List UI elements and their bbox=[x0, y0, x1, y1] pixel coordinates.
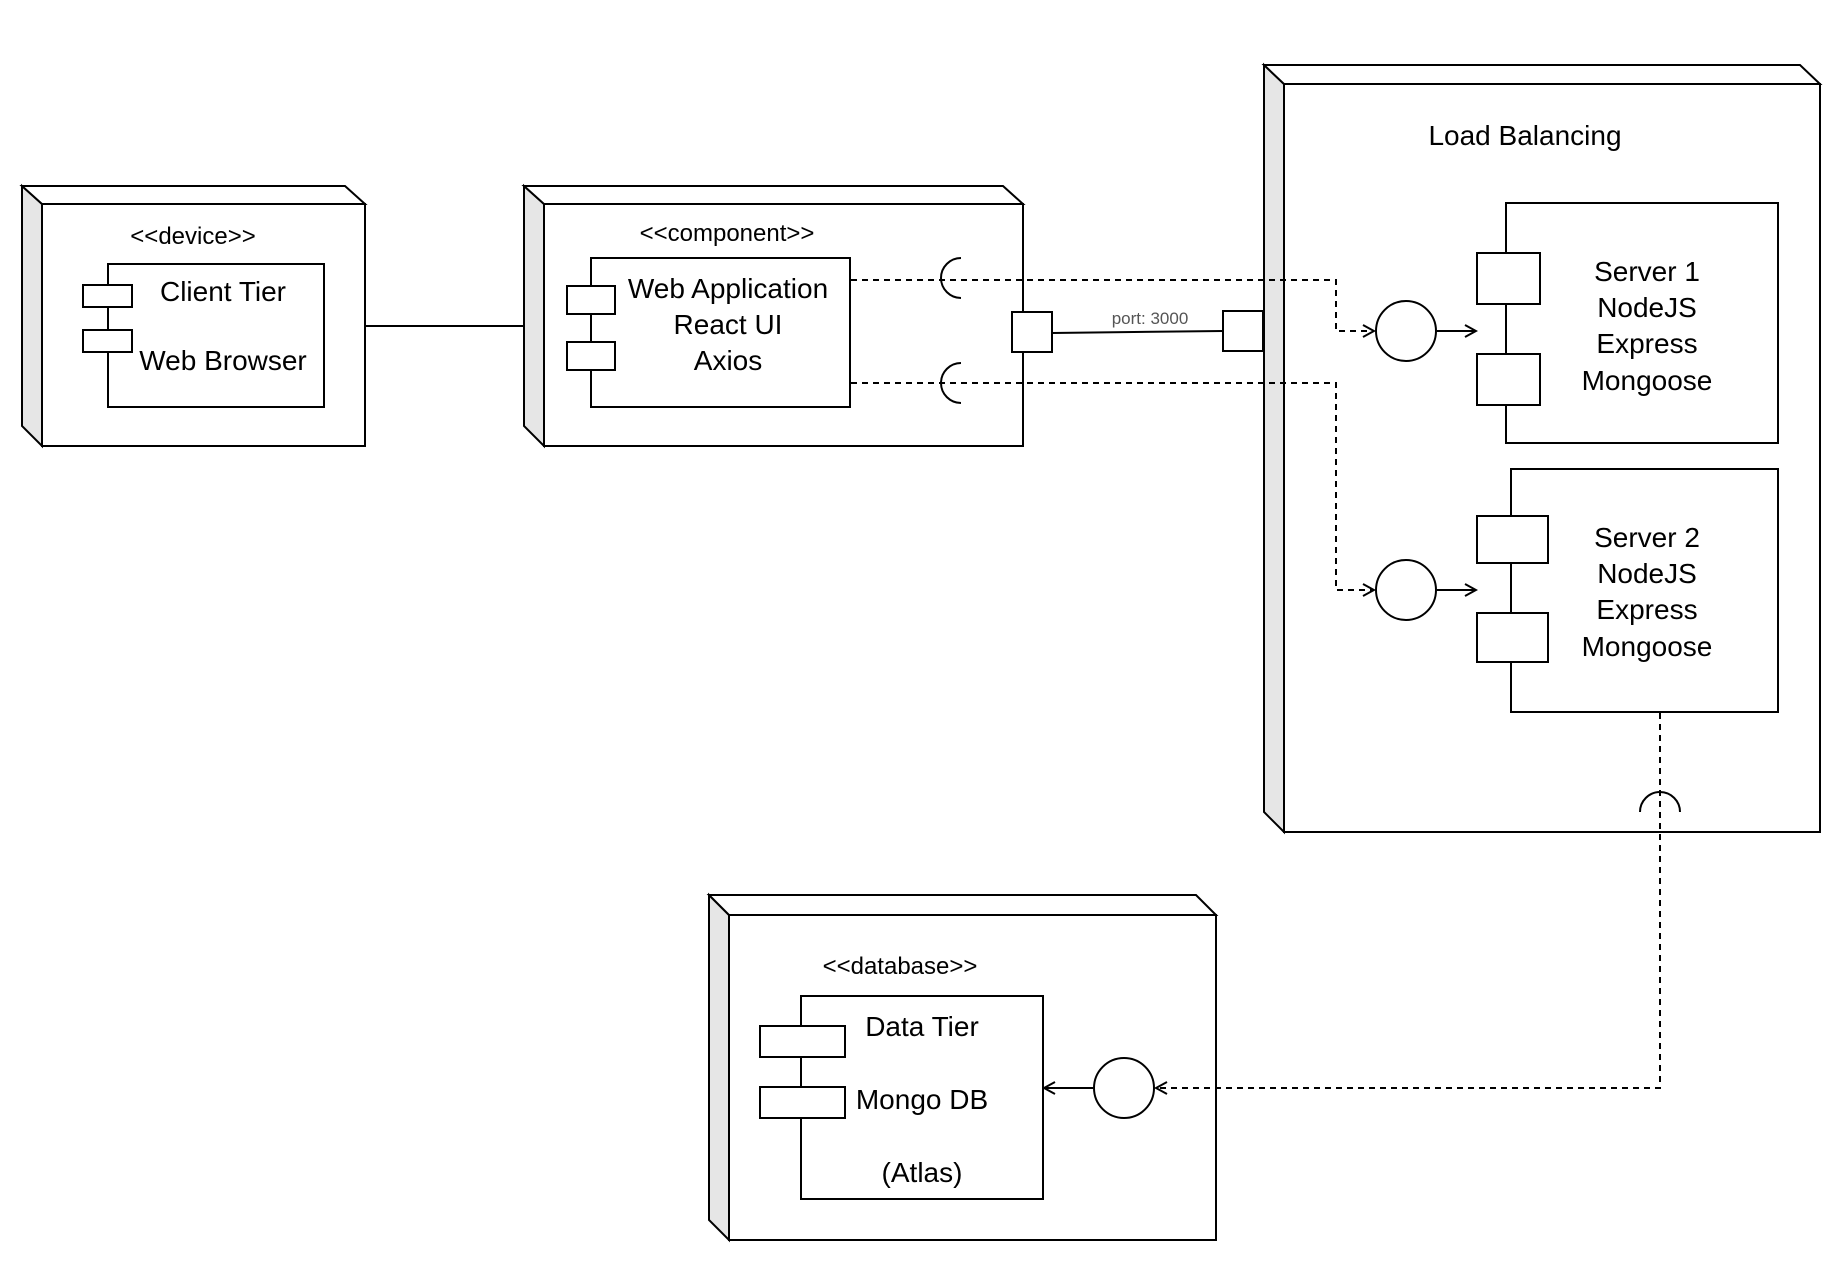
required-interface-socket bbox=[940, 257, 962, 299]
server-1-odm: Mongoose bbox=[1582, 365, 1713, 396]
component-port-icon bbox=[1476, 353, 1541, 406]
component-port-icon bbox=[1476, 515, 1549, 564]
atlas-label: (Atlas) bbox=[882, 1157, 963, 1188]
server-1-component[interactable] bbox=[1476, 202, 1779, 444]
load-balancer-title: Load Balancing bbox=[1428, 120, 1621, 151]
load-balancer-node[interactable] bbox=[1261, 62, 1823, 835]
component-port-icon bbox=[82, 284, 133, 308]
web-browser-label: Web Browser bbox=[139, 345, 307, 376]
provided-interface-2[interactable] bbox=[1375, 559, 1437, 621]
load-balancer-port[interactable] bbox=[1222, 310, 1264, 352]
device-stereotype: <<device>> bbox=[130, 223, 255, 250]
dependency-server-1 bbox=[851, 279, 1374, 331]
component-port-icon bbox=[1476, 252, 1541, 305]
component-port-icon bbox=[566, 341, 616, 371]
client-tier-component[interactable] bbox=[82, 263, 325, 408]
server-2-framework: Express bbox=[1596, 594, 1697, 625]
mongo-db-label: Mongo DB bbox=[856, 1084, 988, 1115]
data-tier-label: Data Tier bbox=[865, 1011, 979, 1042]
dependency-database bbox=[1156, 713, 1661, 1088]
web-application-label: Web Application bbox=[628, 273, 828, 304]
client-tier-label: Client Tier bbox=[160, 276, 286, 307]
data-tier-component[interactable] bbox=[759, 995, 1044, 1200]
component-port-icon bbox=[82, 329, 133, 353]
port-connection bbox=[1051, 330, 1224, 334]
axios-label: Axios bbox=[694, 345, 762, 376]
component-port-icon bbox=[566, 285, 616, 315]
component-stereotype: <<component>> bbox=[640, 220, 815, 247]
component-port-icon bbox=[1476, 612, 1549, 663]
dependency-server-2 bbox=[851, 382, 1374, 590]
server-2-odm: Mongoose bbox=[1582, 631, 1713, 662]
server-1-framework: Express bbox=[1596, 328, 1697, 359]
database-stereotype: <<database>> bbox=[823, 953, 978, 980]
provided-interface-1[interactable] bbox=[1375, 300, 1437, 362]
server-2-component[interactable] bbox=[1476, 468, 1779, 713]
web-application-component[interactable] bbox=[566, 257, 851, 408]
component-port[interactable] bbox=[1011, 311, 1053, 353]
server-2-runtime: NodeJS bbox=[1597, 558, 1697, 589]
server-1-runtime: NodeJS bbox=[1597, 292, 1697, 323]
database-interface[interactable] bbox=[1093, 1057, 1155, 1119]
port-label: port: 3000 bbox=[1112, 309, 1189, 328]
component-port-icon bbox=[759, 1025, 846, 1058]
server-2-name: Server 2 bbox=[1594, 522, 1700, 553]
react-ui-label: React UI bbox=[674, 309, 783, 340]
server-1-name: Server 1 bbox=[1594, 256, 1700, 287]
component-port-icon bbox=[759, 1086, 846, 1119]
